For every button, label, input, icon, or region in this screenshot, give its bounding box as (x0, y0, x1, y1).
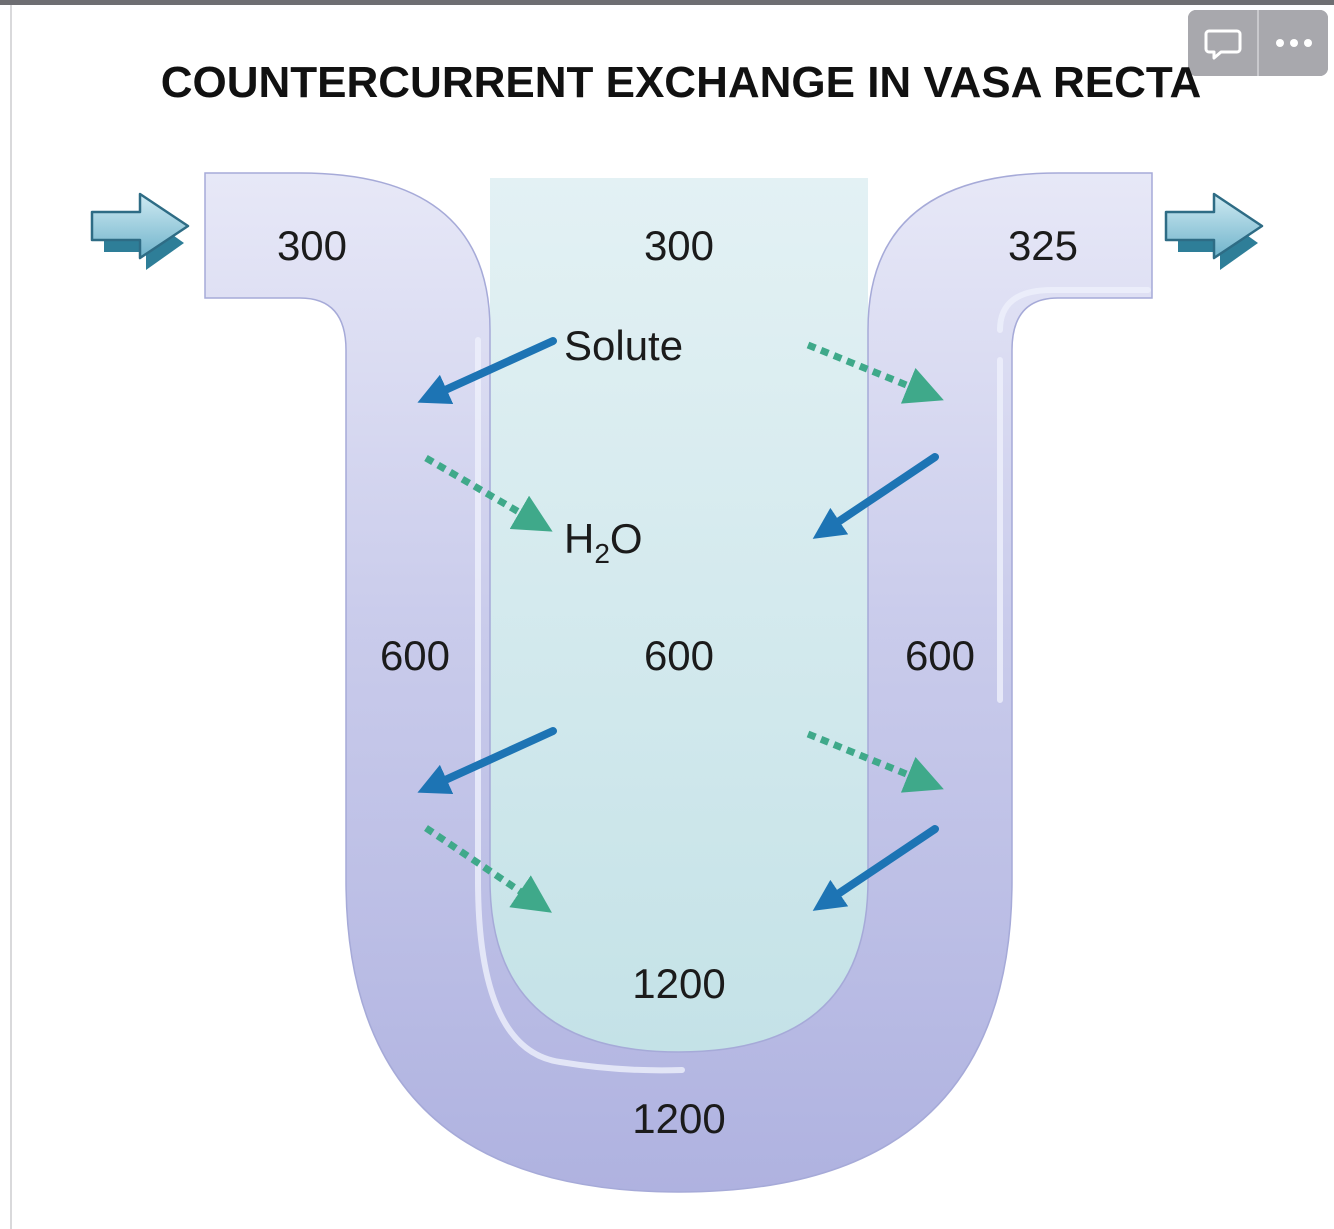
osmolality-label-descending: 600 (380, 632, 450, 679)
inflow-arrow-icon (90, 192, 190, 270)
water-arrow-icon (806, 341, 944, 404)
osmolality-label-interstitium-top: 300 (644, 222, 714, 269)
solute-label: Solute (564, 322, 683, 369)
vessel-wall-highlight (997, 287, 1151, 703)
speech-bubble-icon (1204, 29, 1241, 60)
image-toolbar (1188, 10, 1328, 76)
water-label-h: H (564, 515, 594, 562)
water-arrow-icon (424, 454, 553, 532)
window-left-border (10, 5, 12, 1229)
water-label-subscript: 2 (594, 538, 610, 569)
water-arrow-icon (806, 730, 944, 793)
solute-arrow-icon (417, 337, 557, 404)
comment-button[interactable] (1188, 10, 1257, 76)
osmolality-label-interstitium-bottom: 1200 (632, 960, 725, 1007)
osmolality-label-ascending: 600 (905, 632, 975, 679)
vasa-recta-vessel (204, 172, 1153, 1193)
osmolality-label-vessel-bottom: 1200 (632, 1095, 725, 1142)
ellipsis-icon (1275, 39, 1312, 47)
water-label-o: O (610, 515, 643, 562)
more-options-button[interactable] (1257, 10, 1328, 76)
osmolality-label-inlet: 300 (277, 222, 347, 269)
solute-arrow-icon (812, 825, 939, 911)
solute-arrow-icon (812, 453, 939, 539)
solute-arrow-icon (417, 727, 557, 794)
water-label: H2O (564, 515, 643, 569)
diagram-title: COUNTERCURRENT EXCHANGE IN VASA RECTA (160, 58, 1202, 107)
vessel-wall-highlight (475, 337, 685, 1074)
osmolality-label-interstitium-mid: 600 (644, 632, 714, 679)
outflow-arrow-icon (1164, 192, 1264, 270)
window-top-border (0, 0, 1334, 5)
interstitial-fluid (490, 178, 868, 1052)
osmolality-label-outlet: 325 (1008, 222, 1078, 269)
